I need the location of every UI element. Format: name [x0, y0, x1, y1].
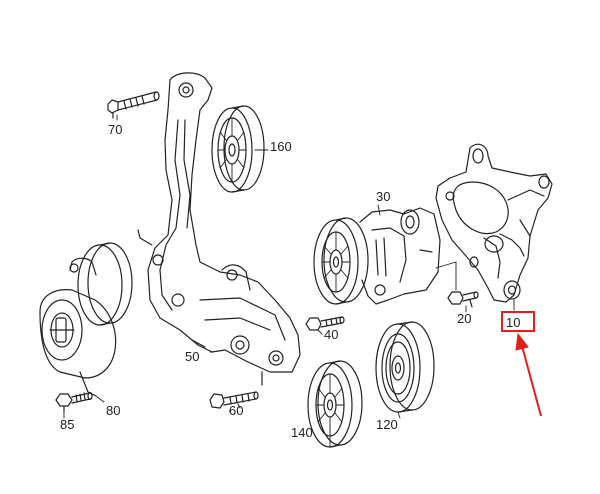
label-part-30: 30: [376, 189, 391, 204]
label-part-60: 60: [229, 403, 244, 418]
tensioner-30-drawing: [313, 207, 441, 305]
leader-lines: [63, 114, 515, 448]
label-part-70: 70: [108, 122, 123, 137]
label-part-120: 120: [376, 417, 398, 432]
label-part-20: 20: [457, 311, 472, 326]
housing-10-drawing: [435, 143, 553, 303]
label-part-85: 85: [60, 417, 75, 432]
pulley-140-drawing: [307, 360, 363, 448]
bolt-70-drawing: [107, 91, 160, 119]
tensioner-80-drawing: [39, 242, 133, 397]
pulley-120-drawing: [375, 321, 435, 413]
label-part-10: 10: [506, 315, 521, 330]
label-part-50: 50: [185, 349, 200, 364]
bolt-40-drawing: [305, 316, 345, 331]
pulley-160-drawing: [211, 105, 265, 193]
bolt-85-drawing: [55, 391, 93, 413]
bracket-50-drawing: [137, 72, 301, 373]
red-arrow: [515, 332, 542, 417]
part-10-highlight-box: [501, 311, 535, 332]
label-part-40: 40: [324, 327, 339, 342]
bolt-60-drawing: [209, 371, 263, 413]
bolt-20-drawing: [447, 291, 479, 308]
label-part-140: 140: [291, 425, 313, 440]
label-part-80: 80: [106, 403, 121, 418]
label-part-160: 160: [270, 139, 292, 154]
